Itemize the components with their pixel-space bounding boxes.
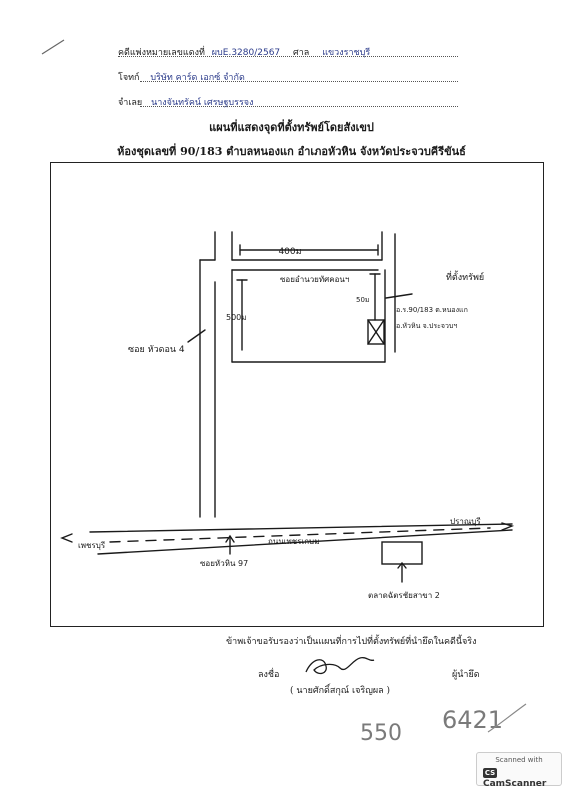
dist-400-label: 400ม (278, 247, 301, 257)
plaintiff-rule (140, 81, 458, 82)
landmark-box (381, 541, 423, 565)
defendant-name: นางจันทรัคน์ เศรษฐบรรจง (151, 98, 254, 108)
scanner-badge: Scanned with CSCamScanner (476, 752, 562, 789)
court-label: ศาล (293, 48, 310, 58)
signer-role: ผู้นำยึด (452, 670, 480, 680)
arrow-left (60, 533, 73, 543)
property-detail-1: อ.ร.90/183 ต.หนองแก (396, 306, 468, 314)
signer-name: ( นายศักดิ์สกุณ์ เจริญผล ) (290, 686, 391, 696)
soi-left-arrow (187, 329, 206, 343)
sketch-map: 400ม 500ม 50ม ซอยอำนวยทัศคอนฯ ซอย หัวดอน… (60, 231, 515, 600)
main-road-center (109, 527, 491, 543)
arrow-right (501, 522, 515, 531)
main-road-top (89, 523, 513, 533)
main-road-bottom (97, 529, 513, 555)
map-title: แผนที่แสดงจุดที่ตั้งทรัพย์โดยสังเขป (209, 121, 374, 134)
property-detail-2: อ.หัวหิน จ.ประจวบฯ (396, 322, 457, 330)
scanner-badge-top: Scanned with (495, 756, 543, 764)
handwritten-number-left: 550 (360, 721, 402, 746)
case-rule (118, 56, 458, 57)
sign-label: ลงชื่อ (258, 670, 280, 680)
landmark-label: ตลาดฉัตรชัยสาขา 2 (368, 591, 440, 600)
defendant-rule (140, 106, 458, 107)
plaintiff-label: โจทก์ (118, 73, 140, 83)
scanner-badge-brand: CamScanner (483, 778, 547, 789)
plaintiff-line: โจทก์ บริษัท คาร์ด เอกซ์ จำกัด (118, 70, 245, 84)
soi-left-label: ซอย หัวดอน 4 (128, 345, 185, 355)
handwritten-numbers: 550 6421 (360, 703, 527, 746)
dist-50-label: 50ม (356, 296, 370, 304)
case-number: ผบE.3280/2567 (211, 48, 281, 58)
dist-500-label: 500ม (226, 313, 247, 322)
handwritten-signature (305, 656, 375, 675)
property-box (367, 319, 385, 345)
soi97-arrow-head (225, 534, 235, 543)
map-frame: 400ม 500ม 50ม ซอยอำนวยทัศคอนฯ ซอย หัวดอน… (50, 162, 544, 627)
handwritten-number-right: 6421 (442, 706, 503, 734)
main-road-label: ถนนเพชรเกษม (268, 537, 320, 546)
landmark-arrow-head (397, 561, 407, 569)
pencil-mark (41, 39, 65, 55)
direction-right-label: ปราณบุรี (450, 517, 481, 526)
court-name: แขวงราชบุรี (322, 48, 371, 58)
case-label: คดีแพ่งหมายเลขแดงที่ (118, 48, 205, 58)
case-line: คดีแพ่งหมายเลขแดงที่ ผบE.3280/2567 ศาล แ… (118, 45, 370, 59)
camscanner-icon: CS (483, 768, 497, 778)
property-leader (385, 293, 413, 299)
scanner-badge-main: CSCamScanner (483, 768, 561, 789)
soi-bottom-label: ซอยหัวหิน 97 (200, 559, 248, 568)
defendant-label: จำเลย (118, 98, 143, 108)
property-x2 (367, 319, 385, 345)
direction-left-label: เพชรบุรี (78, 541, 106, 550)
property-label: ที่ตั้งทรัพย์ (446, 270, 484, 283)
property-title: ห้องชุดเลขที่ 90/183 ตำบลหนองแก อำเภอหัว… (117, 145, 466, 158)
plaintiff-name: บริษัท คาร์ด เอกซ์ จำกัด (150, 73, 245, 83)
soi-top-label: ซอยอำนวยทัศคอนฯ (280, 275, 349, 284)
certification-text: ข้าพเจ้าขอรับรองว่าเป็นแผนที่การไปที่ตั้… (226, 637, 477, 647)
defendant-line: จำเลย นางจันทรัคน์ เศรษฐบรรจง (118, 95, 253, 109)
